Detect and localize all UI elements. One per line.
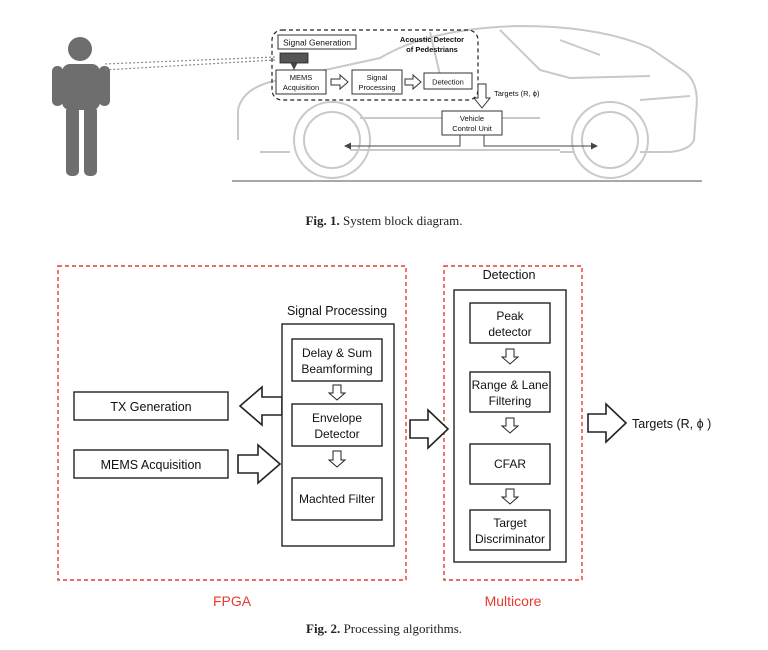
figure-1: Signal Generation Acoustic Detector of P… — [52, 24, 702, 182]
figure-1-caption: Fig. 1. System block diagram. — [0, 213, 768, 229]
envelope-line2: Detector — [314, 427, 359, 441]
signal-generation-block — [277, 34, 357, 50]
figure-2-caption-text: Processing algorithms. — [343, 621, 462, 636]
target-line1: Target — [493, 516, 527, 530]
matched-filter-block — [291, 477, 383, 521]
fpga-boundary — [57, 265, 407, 581]
detection-label: Detection — [432, 78, 464, 87]
vcu-line1: Vehicle — [460, 114, 484, 123]
detection-to-vcu-arrow — [472, 83, 492, 109]
range-line2: Filtering — [489, 394, 532, 408]
pedestrian-figure — [52, 37, 110, 176]
vcu-to-rear-wheel-arrow — [483, 135, 598, 150]
tx-generation-label: TX Generation — [110, 400, 191, 414]
detector-title-line2: of Pedestrians — [406, 45, 458, 54]
envelope-detector-block — [291, 403, 383, 447]
mems-acquisition-block — [275, 69, 327, 95]
processing-to-detection-arrow — [404, 73, 422, 91]
mems-acquisition-label: MEMS Acquisition — [101, 458, 202, 472]
mems-acquisition-line1: MEMS — [290, 73, 313, 82]
mems-sensor-device — [279, 52, 309, 64]
fpga-label: FPGA — [213, 593, 252, 609]
vehicle-control-unit-block — [441, 110, 503, 136]
mems-acquisition-line2: Acquisition — [283, 83, 319, 92]
figure-2: FPGA Multicore TX Generation MEMS Acquis… — [57, 265, 711, 609]
mems-acquisition-block-2 — [73, 449, 229, 479]
figure-1-caption-label: Fig. 1. — [305, 213, 340, 228]
targets-label: Targets (R, ϕ) — [494, 89, 540, 98]
cfar-to-discriminator-arrow — [500, 488, 520, 505]
detection-block — [423, 72, 473, 90]
multicore-boundary — [443, 265, 583, 581]
peak-detector-block — [469, 302, 551, 344]
detection-title: Detection — [483, 268, 536, 282]
signal-processing-line2: Processing — [358, 83, 395, 92]
signal-generation-label: Signal Generation — [283, 38, 351, 48]
vcu-to-front-wheel-arrow — [344, 135, 461, 150]
matched-filter-label: Machted Filter — [299, 492, 375, 506]
delay-sum-line2: Beamforming — [301, 362, 372, 376]
delay-sum-beamforming-block — [291, 338, 383, 382]
processing-to-tx-arrow — [238, 385, 283, 427]
cfar-label: CFAR — [494, 457, 526, 471]
cfar-block — [469, 443, 551, 485]
signal-processing-line1: Signal — [367, 73, 388, 82]
fpga-to-multicore-arrow — [409, 408, 450, 450]
figure-2-caption-label: Fig. 2. — [306, 621, 341, 636]
beamforming-to-envelope-arrow — [327, 384, 347, 401]
figure-1-caption-text: System block diagram. — [343, 213, 463, 228]
envelope-line1: Envelope — [312, 411, 362, 425]
tx-generation-block — [73, 391, 229, 421]
mems-to-processing-arrow — [237, 443, 282, 485]
acq-to-processing-arrow — [330, 73, 349, 91]
acoustic-beam — [103, 56, 276, 71]
target-line2: Discriminator — [475, 532, 545, 546]
detector-title-line1: Acoustic Detector — [400, 35, 464, 44]
multicore-to-targets-arrow — [587, 402, 628, 444]
peak-line1: Peak — [496, 309, 524, 323]
targets-output-label: Targets (R, ϕ ) — [632, 417, 711, 431]
envelope-to-filter-arrow — [327, 450, 347, 468]
range-line1: Range & Lane — [472, 378, 549, 392]
vcu-line2: Control Unit — [452, 124, 493, 133]
figure-2-caption: Fig. 2. Processing algorithms. — [0, 621, 768, 637]
range-lane-filtering-block — [469, 371, 551, 413]
range-to-cfar-arrow — [500, 417, 520, 434]
delay-sum-line1: Delay & Sum — [302, 346, 372, 360]
signal-processing-block — [351, 69, 403, 95]
peak-to-range-arrow — [500, 348, 520, 365]
signal-processing-title: Signal Processing — [287, 304, 387, 318]
peak-line2: detector — [488, 325, 531, 339]
multicore-label: Multicore — [485, 593, 542, 609]
acoustic-detector-boundary — [271, 29, 479, 101]
target-discriminator-block — [469, 509, 551, 551]
